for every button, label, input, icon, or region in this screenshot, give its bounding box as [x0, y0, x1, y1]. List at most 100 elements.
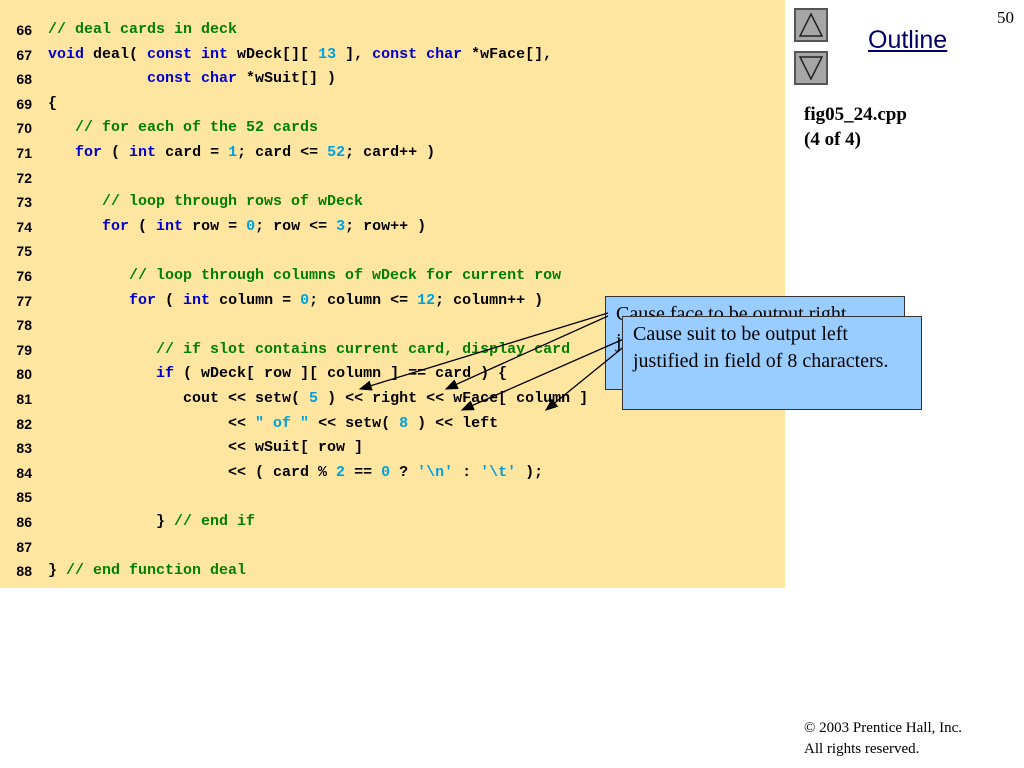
code-token: ( wDeck[ row ][ column ] == card ) {: [174, 365, 508, 383]
next-slide-button[interactable]: [794, 51, 828, 85]
code-text: << wSuit[ row ]: [48, 436, 363, 460]
code-literal: 12: [417, 291, 436, 309]
code-token: ; card++ ): [345, 144, 436, 161]
code-token: [48, 267, 129, 284]
line-number: 69: [16, 95, 32, 112]
code-token: ; row++ ): [345, 217, 427, 235]
copyright-notice: © 2003 Prentice Hall, Inc. All rights re…: [804, 718, 962, 760]
code-token: ) << left: [408, 414, 499, 432]
code-literal: 8: [399, 414, 409, 432]
file-title: fig05_24.cpp (4 of 4): [804, 102, 907, 152]
code-token: (: [156, 291, 184, 309]
code-literal: 2: [336, 463, 346, 481]
code-text: cout << setw( 5 ) << right << wFace[ col…: [48, 387, 588, 411]
code-keyword: int: [156, 217, 184, 235]
code-keyword: const char: [372, 45, 463, 63]
rights-line: All rights reserved.: [804, 741, 920, 757]
code-token: ==: [345, 463, 382, 481]
code-text: // deal cards in deck: [48, 18, 237, 42]
code-token: deal(: [84, 45, 148, 63]
code-token: [48, 144, 75, 161]
code-token: ; column++ ): [435, 291, 544, 309]
triangle-down-icon: [798, 56, 824, 81]
code-token: }: [48, 562, 67, 580]
code-text: // if slot contains current card, displa…: [48, 338, 570, 362]
line-number: 85: [16, 489, 32, 506]
line-number: 67: [16, 46, 32, 63]
code-literal: 3: [336, 217, 346, 235]
code-token: ; card <=: [237, 144, 328, 161]
code-panel: 66 // deal cards in deck 67 void deal( cons…: [0, 0, 785, 588]
code-token: ; row <=: [255, 217, 337, 235]
code-token: ?: [390, 463, 418, 481]
code-text: // loop through columns of wDeck for cur…: [48, 264, 561, 288]
code-token: row =: [183, 217, 247, 235]
code-keyword: void: [48, 45, 85, 63]
code-keyword: for: [102, 217, 130, 235]
code-token: <<: [48, 414, 256, 432]
triangle-up-icon: [798, 12, 824, 37]
code-literal: 1: [228, 144, 238, 161]
line-number: 73: [16, 194, 32, 211]
line-number: 81: [16, 391, 32, 407]
previous-slide-button[interactable]: [794, 8, 828, 42]
code-token: ; column <=: [309, 291, 418, 309]
line-number: 77: [16, 292, 32, 309]
code-comment: // deal cards in deck: [48, 21, 238, 38]
code-token: *wSuit[] ): [237, 70, 337, 88]
code-token: {: [48, 94, 58, 112]
code-text: for ( int row = 0; row <= 3; row++ ): [48, 215, 426, 239]
code-literal: 52: [327, 144, 346, 161]
code-literal: 0: [246, 217, 256, 235]
code-literal: 0: [300, 291, 310, 309]
line-number: 80: [16, 366, 32, 383]
line-number: 84: [16, 464, 32, 481]
code-token: :: [453, 463, 481, 481]
code-token: << ( card %: [48, 463, 337, 481]
code-token: [48, 193, 102, 210]
code-text: void deal( const int wDeck[][ 13 ], cons…: [48, 43, 552, 67]
code-token: );: [516, 463, 544, 481]
code-token: [48, 218, 102, 235]
callout-suit-justification: Cause suit to be output left justified i…: [622, 316, 922, 410]
code-text: // loop through rows of wDeck: [48, 190, 363, 214]
code-token: cout << setw(: [48, 390, 310, 407]
code-keyword: int: [183, 291, 211, 309]
code-literal: 13: [318, 45, 337, 63]
code-text: } // end function deal: [48, 559, 246, 583]
code-comment: // for each of the 52 cards: [75, 119, 319, 137]
line-number: 87: [16, 538, 32, 555]
code-text: const char *wSuit[] ): [48, 67, 336, 91]
file-part: (4 of 4): [804, 129, 861, 150]
page-number: 50: [997, 8, 1014, 27]
code-text: for ( int column = 0; column <= 12; colu…: [48, 289, 543, 313]
code-token: << setw(: [309, 414, 400, 432]
code-token: [48, 365, 156, 382]
code-token: *wFace[],: [462, 45, 553, 63]
code-token: ) << right << wFace[ column ]: [318, 390, 589, 407]
code-token: [48, 292, 129, 309]
code-token: card =: [156, 144, 229, 161]
code-token: wDeck[][: [228, 45, 319, 63]
code-text: // for each of the 52 cards: [48, 116, 318, 140]
code-comment: // end function deal: [66, 562, 247, 580]
code-text: {: [48, 92, 57, 116]
code-token: (: [129, 217, 157, 235]
line-number: 68: [16, 71, 32, 88]
copyright-line: © 2003 Prentice Hall, Inc.: [804, 720, 963, 736]
code-token: column =: [210, 291, 301, 309]
code-literal: " of ": [255, 414, 310, 432]
line-number: 79: [16, 341, 32, 358]
line-number: 78: [16, 317, 32, 334]
line-number: 66: [16, 22, 32, 38]
code-text: << " of " << setw( 8 ) << left: [48, 412, 498, 436]
code-text: if ( wDeck[ row ][ column ] == card ) {: [48, 362, 507, 386]
code-token: }: [48, 513, 175, 530]
file-name: fig05_24.cpp: [804, 104, 907, 125]
outline-link[interactable]: Outline: [868, 26, 948, 54]
code-keyword: if: [156, 365, 175, 383]
line-number: 74: [16, 218, 32, 235]
line-number: 72: [16, 169, 32, 186]
code-comment: // if slot contains current card, displa…: [156, 340, 571, 358]
code-literal: 0: [381, 463, 391, 481]
